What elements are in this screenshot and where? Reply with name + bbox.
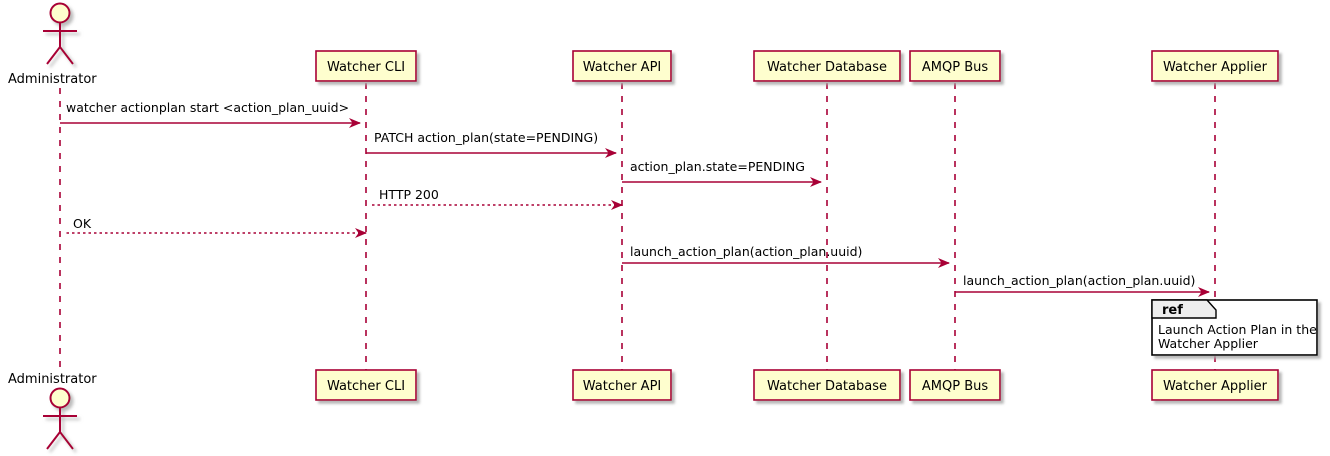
participant-box-rect — [753, 369, 901, 401]
participant-box-watcher-database-top[interactable]: Watcher Database — [753, 50, 901, 82]
actor-head-icon — [49, 387, 71, 409]
participant-box-rect — [909, 369, 1001, 401]
message-label: OK — [73, 216, 92, 231]
message-2-patch-action-plan[interactable]: PATCH action_plan(state=PENDING) — [366, 130, 617, 158]
participant-box-amqp-bus-top[interactable]: AMQP Bus — [909, 50, 1001, 82]
actor-leg-left — [46, 431, 61, 450]
actor-head-icon — [49, 2, 71, 24]
participant-label: Watcher CLI — [327, 379, 405, 394]
participant-label: Watcher API — [583, 60, 662, 75]
actor-administrator-top[interactable] — [43, 2, 77, 65]
ref-text-line-1: Launch Action Plan in the — [1158, 322, 1317, 337]
message-label: PATCH action_plan(state=PENDING) — [374, 130, 598, 145]
ref-fragment-header-tab — [1151, 299, 1217, 319]
participant-box-rect — [572, 50, 672, 82]
message-label: HTTP 200 — [379, 187, 439, 202]
message-1-watcher-actionplan-start[interactable]: watcher actionplan start <action_plan_uu… — [60, 100, 361, 128]
actor-label-administrator-top: Administrator — [8, 72, 97, 87]
message-5-ok[interactable]: OK — [66, 216, 367, 238]
actor-administrator-bottom[interactable] — [43, 387, 77, 450]
lifelines-group — [59, 83, 1216, 371]
ref-fragment[interactable]: ref Launch Action Plan in the Watcher Ap… — [1151, 299, 1318, 356]
message-label: launch_action_plan(action_plan.uuid) — [963, 273, 1195, 288]
participant-box-watcher-applier-top[interactable]: Watcher Applier — [1151, 50, 1279, 82]
participant-label: AMQP Bus — [922, 60, 988, 75]
participant-box-rect — [315, 50, 417, 82]
participant-box-watcher-cli-bottom[interactable]: Watcher CLI — [315, 369, 417, 401]
actor-label-administrator-bottom: Administrator — [8, 372, 97, 387]
message-label: action_plan.state=PENDING — [630, 159, 805, 174]
actor-leg-left — [46, 46, 61, 65]
participant-box-rect — [572, 369, 672, 401]
participant-label: Watcher Applier — [1163, 379, 1268, 394]
message-6-launch-action-plan-to-bus[interactable]: launch_action_plan(action_plan.uuid) — [622, 244, 950, 268]
participant-box-watcher-api-bottom[interactable]: Watcher API — [572, 369, 672, 401]
participant-box-rect — [1151, 50, 1279, 82]
participant-label: Watcher Database — [767, 60, 887, 75]
participant-box-watcher-cli-top[interactable]: Watcher CLI — [315, 50, 417, 82]
actor-leg-right — [59, 46, 74, 65]
participant-box-rect — [753, 50, 901, 82]
message-4-http-200[interactable]: HTTP 200 — [372, 187, 623, 210]
ref-keyword-label: ref — [1162, 303, 1183, 318]
participant-label: Watcher CLI — [327, 60, 405, 75]
message-3-action-plan-state-pending[interactable]: action_plan.state=PENDING — [622, 159, 822, 187]
participant-box-watcher-database-bottom[interactable]: Watcher Database — [753, 369, 901, 401]
participant-box-rect — [315, 369, 417, 401]
message-7-launch-action-plan-to-applier[interactable]: launch_action_plan(action_plan.uuid) — [955, 273, 1210, 297]
message-label: watcher actionplan start <action_plan_uu… — [66, 100, 349, 115]
participant-label: AMQP Bus — [922, 379, 988, 394]
message-label: launch_action_plan(action_plan.uuid) — [630, 244, 862, 259]
participant-box-amqp-bus-bottom[interactable]: AMQP Bus — [909, 369, 1001, 401]
participant-label: Watcher API — [583, 379, 662, 394]
participant-box-watcher-api-top[interactable]: Watcher API — [572, 50, 672, 82]
participant-label: Watcher Database — [767, 379, 887, 394]
ref-text-line-2: Watcher Applier — [1158, 336, 1259, 351]
actor-leg-right — [59, 431, 74, 450]
participant-box-watcher-applier-bottom[interactable]: Watcher Applier — [1151, 369, 1279, 401]
participant-box-rect — [909, 50, 1001, 82]
participant-label: Watcher Applier — [1163, 60, 1268, 75]
participant-box-rect — [1151, 369, 1279, 401]
